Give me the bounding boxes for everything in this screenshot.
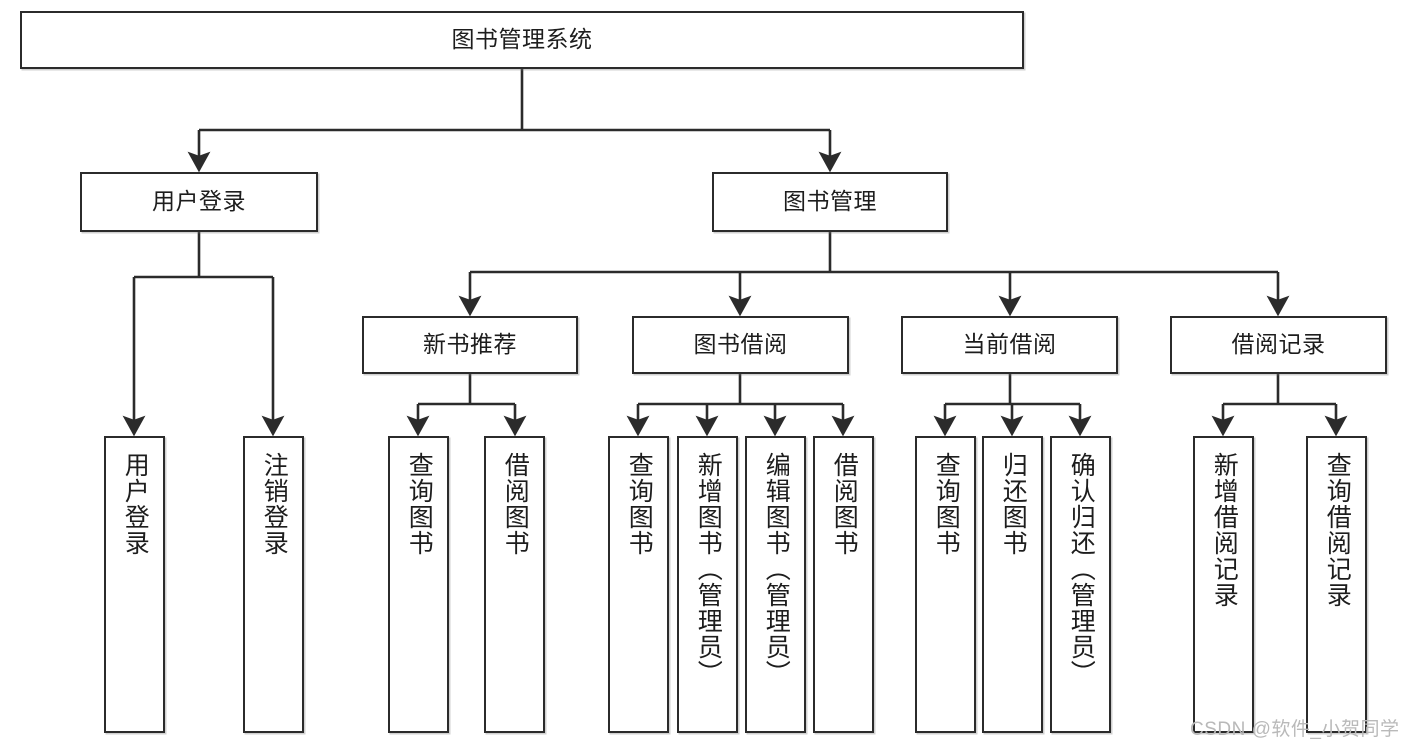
node-label: 借阅记录	[1231, 331, 1326, 358]
node-current-borrow[interactable]: 当前借阅	[901, 316, 1118, 374]
node-label: 确认归还（管理员）	[1067, 452, 1096, 686]
node-label: 查询图书	[625, 452, 654, 556]
node-new-book-recommend[interactable]: 新书推荐	[362, 316, 578, 374]
node-leaf-add-book[interactable]: 新增图书（管理员）	[677, 436, 738, 733]
node-book-management-system[interactable]: 图书管理系统	[20, 11, 1024, 69]
node-label: 图书管理	[783, 188, 877, 215]
node-leaf-add-record[interactable]: 新增借阅记录	[1193, 436, 1254, 733]
node-label: 新增图书（管理员）	[694, 452, 723, 686]
node-leaf-logout[interactable]: 注销登录	[243, 436, 304, 733]
node-label: 用户登录	[121, 452, 150, 556]
node-label: 新增借阅记录	[1210, 452, 1239, 608]
node-borrow-record[interactable]: 借阅记录	[1170, 316, 1387, 374]
node-user-login[interactable]: 用户登录	[80, 172, 318, 232]
node-label: 用户登录	[152, 188, 246, 215]
node-leaf-borrow-book-2[interactable]: 借阅图书	[813, 436, 874, 733]
node-label: 归还图书	[999, 452, 1028, 556]
node-leaf-query-book-3[interactable]: 查询图书	[915, 436, 976, 733]
node-leaf-query-book-2[interactable]: 查询图书	[608, 436, 669, 733]
node-book-management[interactable]: 图书管理	[712, 172, 948, 232]
node-label: 借阅图书	[501, 452, 530, 556]
node-label: 查询图书	[932, 452, 961, 556]
node-label: 注销登录	[260, 452, 289, 556]
node-leaf-confirm-return[interactable]: 确认归还（管理员）	[1050, 436, 1111, 733]
node-label: 编辑图书（管理员）	[762, 452, 791, 686]
node-leaf-query-record[interactable]: 查询借阅记录	[1306, 436, 1367, 733]
node-leaf-borrow-book-1[interactable]: 借阅图书	[484, 436, 545, 733]
node-label: 图书借阅	[693, 331, 788, 358]
node-label: 查询借阅记录	[1323, 452, 1352, 608]
watermark: CSDN @软件_小贺同学	[1190, 719, 1400, 740]
node-leaf-query-book-1[interactable]: 查询图书	[388, 436, 449, 733]
node-leaf-return-book[interactable]: 归还图书	[982, 436, 1043, 733]
node-label: 图书管理系统	[451, 26, 593, 53]
node-label: 查询图书	[405, 452, 434, 556]
node-book-borrow[interactable]: 图书借阅	[632, 316, 849, 374]
node-label: 当前借阅	[962, 331, 1057, 358]
node-label: 新书推荐	[423, 331, 517, 358]
node-leaf-user-login[interactable]: 用户登录	[104, 436, 165, 733]
node-leaf-edit-book[interactable]: 编辑图书（管理员）	[745, 436, 806, 733]
node-label: 借阅图书	[830, 452, 859, 556]
